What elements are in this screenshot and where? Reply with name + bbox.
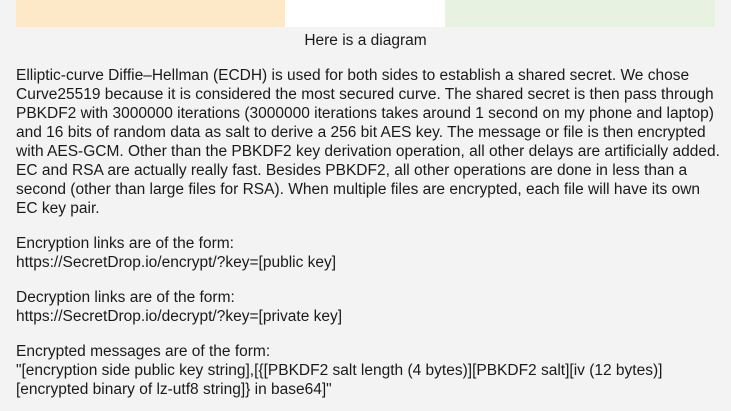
- encrypted-message-format: "[encryption side public key string],[{[…: [16, 362, 663, 398]
- encrypted-messages-section: Encrypted messages are of the form: "[en…: [16, 342, 720, 399]
- diagram-block-middle: [285, 0, 445, 27]
- ecdh-description: Elliptic-curve Diffie–Hellman (ECDH) is …: [16, 67, 720, 217]
- encryption-links-section: Encryption links are of the form: https:…: [16, 234, 720, 272]
- diagram-block-right: [445, 0, 715, 27]
- decryption-link-format: https://SecretDrop.io/decrypt/?key=[priv…: [16, 308, 343, 325]
- decryption-links-label: Decryption links are of the form:: [16, 289, 235, 306]
- encryption-links-label: Encryption links are of the form:: [16, 235, 234, 252]
- article-body: Elliptic-curve Diffie–Hellman (ECDH) is …: [16, 66, 720, 399]
- diagram: [0, 0, 731, 27]
- diagram-caption: Here is a diagram: [304, 32, 427, 49]
- encrypted-messages-label: Encrypted messages are of the form:: [16, 343, 271, 360]
- decryption-links-section: Decryption links are of the form: https:…: [16, 288, 720, 326]
- encryption-link-format: https://SecretDrop.io/encrypt/?key=[publ…: [16, 254, 337, 271]
- diagram-block-left: [16, 0, 285, 27]
